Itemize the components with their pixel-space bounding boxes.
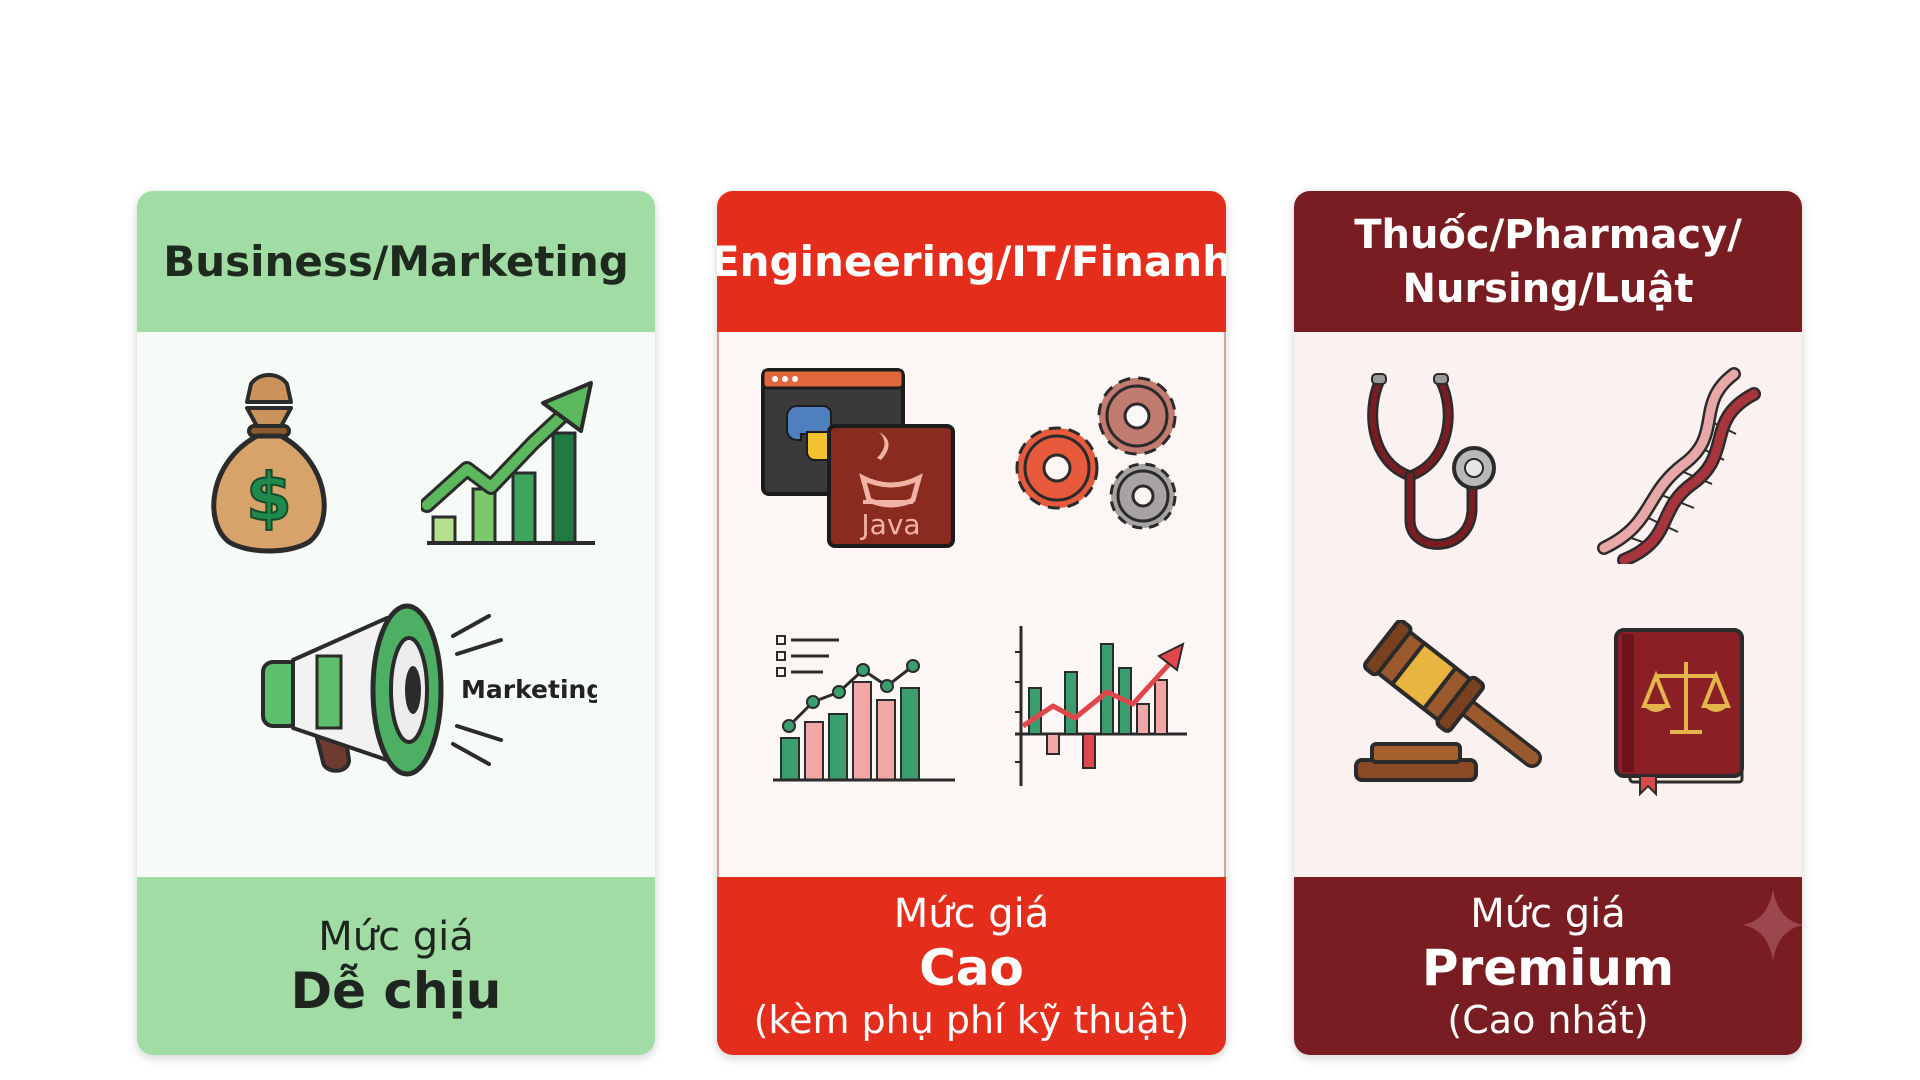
law-book-icon <box>1610 626 1750 796</box>
finance-chart-icon <box>1011 622 1191 792</box>
java-label: Java <box>859 508 920 541</box>
price-note: (Cao nhất) <box>1447 998 1649 1042</box>
svg-text:$: $ <box>246 459 292 536</box>
gavel-icon <box>1352 620 1552 790</box>
gears-icon <box>1009 370 1189 540</box>
price-section: Mức giá Cao (kèm phụ phí kỹ thuật) <box>717 877 1226 1055</box>
sparkle-icon <box>1738 885 1802 969</box>
price-note: (kèm phụ phí kỹ thuật) <box>753 998 1190 1042</box>
price-level: Dễ chịu <box>290 962 502 1020</box>
price-prefix: Mức giá <box>318 914 474 960</box>
dna-icon <box>1584 364 1764 564</box>
data-analytics-icon <box>769 626 959 786</box>
card-title: Engineering/IT/Finanh <box>717 191 1226 332</box>
python-java-code-icon: Java <box>759 366 959 551</box>
card-business-marketing: Business/Marketing $ <box>137 191 655 1055</box>
price-prefix: Mức giá <box>1470 891 1626 937</box>
card-icons-area: $ <box>137 332 655 877</box>
price-level: Premium <box>1421 939 1675 997</box>
growth-chart-icon <box>421 377 601 547</box>
card-title: Business/Marketing <box>137 191 655 332</box>
card-medical-law: Thuốc/Pharmacy/ Nursing/Luật <box>1294 191 1802 1055</box>
card-icons-area: Java <box>717 332 1226 877</box>
price-section: Mức giá Premium (Cao nhất) <box>1294 877 1802 1055</box>
megaphone-icon: Marketing <box>257 602 597 782</box>
stethoscope-icon <box>1360 370 1510 560</box>
money-bag-icon: $ <box>199 372 339 557</box>
card-icons-area <box>1294 332 1802 877</box>
card-title: Thuốc/Pharmacy/ Nursing/Luật <box>1294 191 1802 332</box>
card-title-line1: Thuốc/Pharmacy/ <box>1354 211 1742 258</box>
price-section: Mức giá Dễ chịu <box>137 877 655 1055</box>
price-prefix: Mức giá <box>893 891 1050 937</box>
megaphone-label: Marketing <box>461 675 597 704</box>
card-title-line2: Nursing/Luật <box>1402 265 1694 312</box>
price-level: Cao <box>919 939 1024 997</box>
card-engineering-it-finance: Engineering/IT/Finanh Java <box>717 191 1226 1055</box>
